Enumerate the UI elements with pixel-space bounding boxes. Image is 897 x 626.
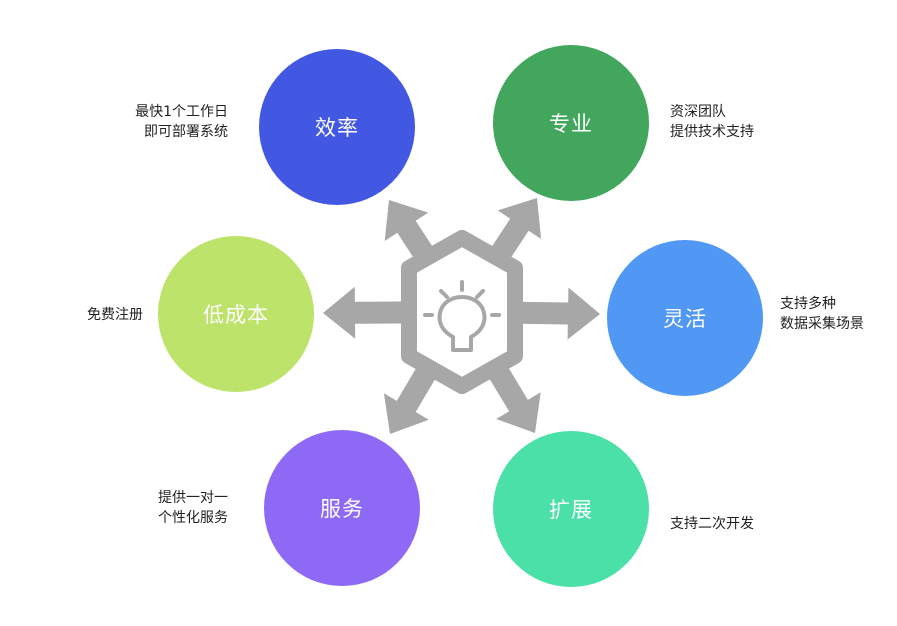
lightbulb-icon: [423, 280, 501, 352]
desc-service-line-1: 提供一对一: [158, 490, 228, 506]
node-circle-low-cost: 低成本: [158, 236, 314, 392]
hexagon-hub: [401, 230, 523, 394]
desc-flexible: 支持多种 数据采集场景: [780, 294, 892, 334]
node-circle-efficiency: 效率: [259, 49, 415, 205]
desc-flexible-line-1: 支持多种: [780, 296, 836, 312]
node-circle-flexible: 灵活: [607, 240, 763, 396]
desc-efficiency-line-1: 最快1个工作日: [135, 104, 228, 120]
desc-efficiency: 最快1个工作日 即可部署系统: [100, 102, 228, 142]
desc-low-cost: 免费注册: [40, 305, 143, 325]
node-circle-professional: 专业: [493, 45, 649, 201]
desc-professional: 资深团队 提供技术支持: [670, 102, 800, 142]
arrow-to-low-cost: [323, 286, 463, 339]
desc-extension: 支持二次开发: [670, 514, 800, 534]
desc-professional-line-2: 提供技术支持: [670, 124, 754, 140]
desc-extension-line-1: 支持二次开发: [670, 516, 754, 532]
desc-flexible-line-2: 数据采集场景: [780, 316, 864, 332]
desc-service: 提供一对一 个性化服务: [110, 488, 228, 528]
node-circle-extension: 扩展: [493, 431, 649, 587]
desc-service-line-2: 个性化服务: [158, 510, 228, 526]
desc-efficiency-line-2: 即可部署系统: [144, 124, 228, 140]
desc-low-cost-line-1: 免费注册: [87, 307, 143, 323]
node-circle-service: 服务: [264, 430, 420, 586]
desc-professional-line-1: 资深团队: [670, 104, 726, 120]
arrow-to-flexible: [461, 287, 600, 340]
